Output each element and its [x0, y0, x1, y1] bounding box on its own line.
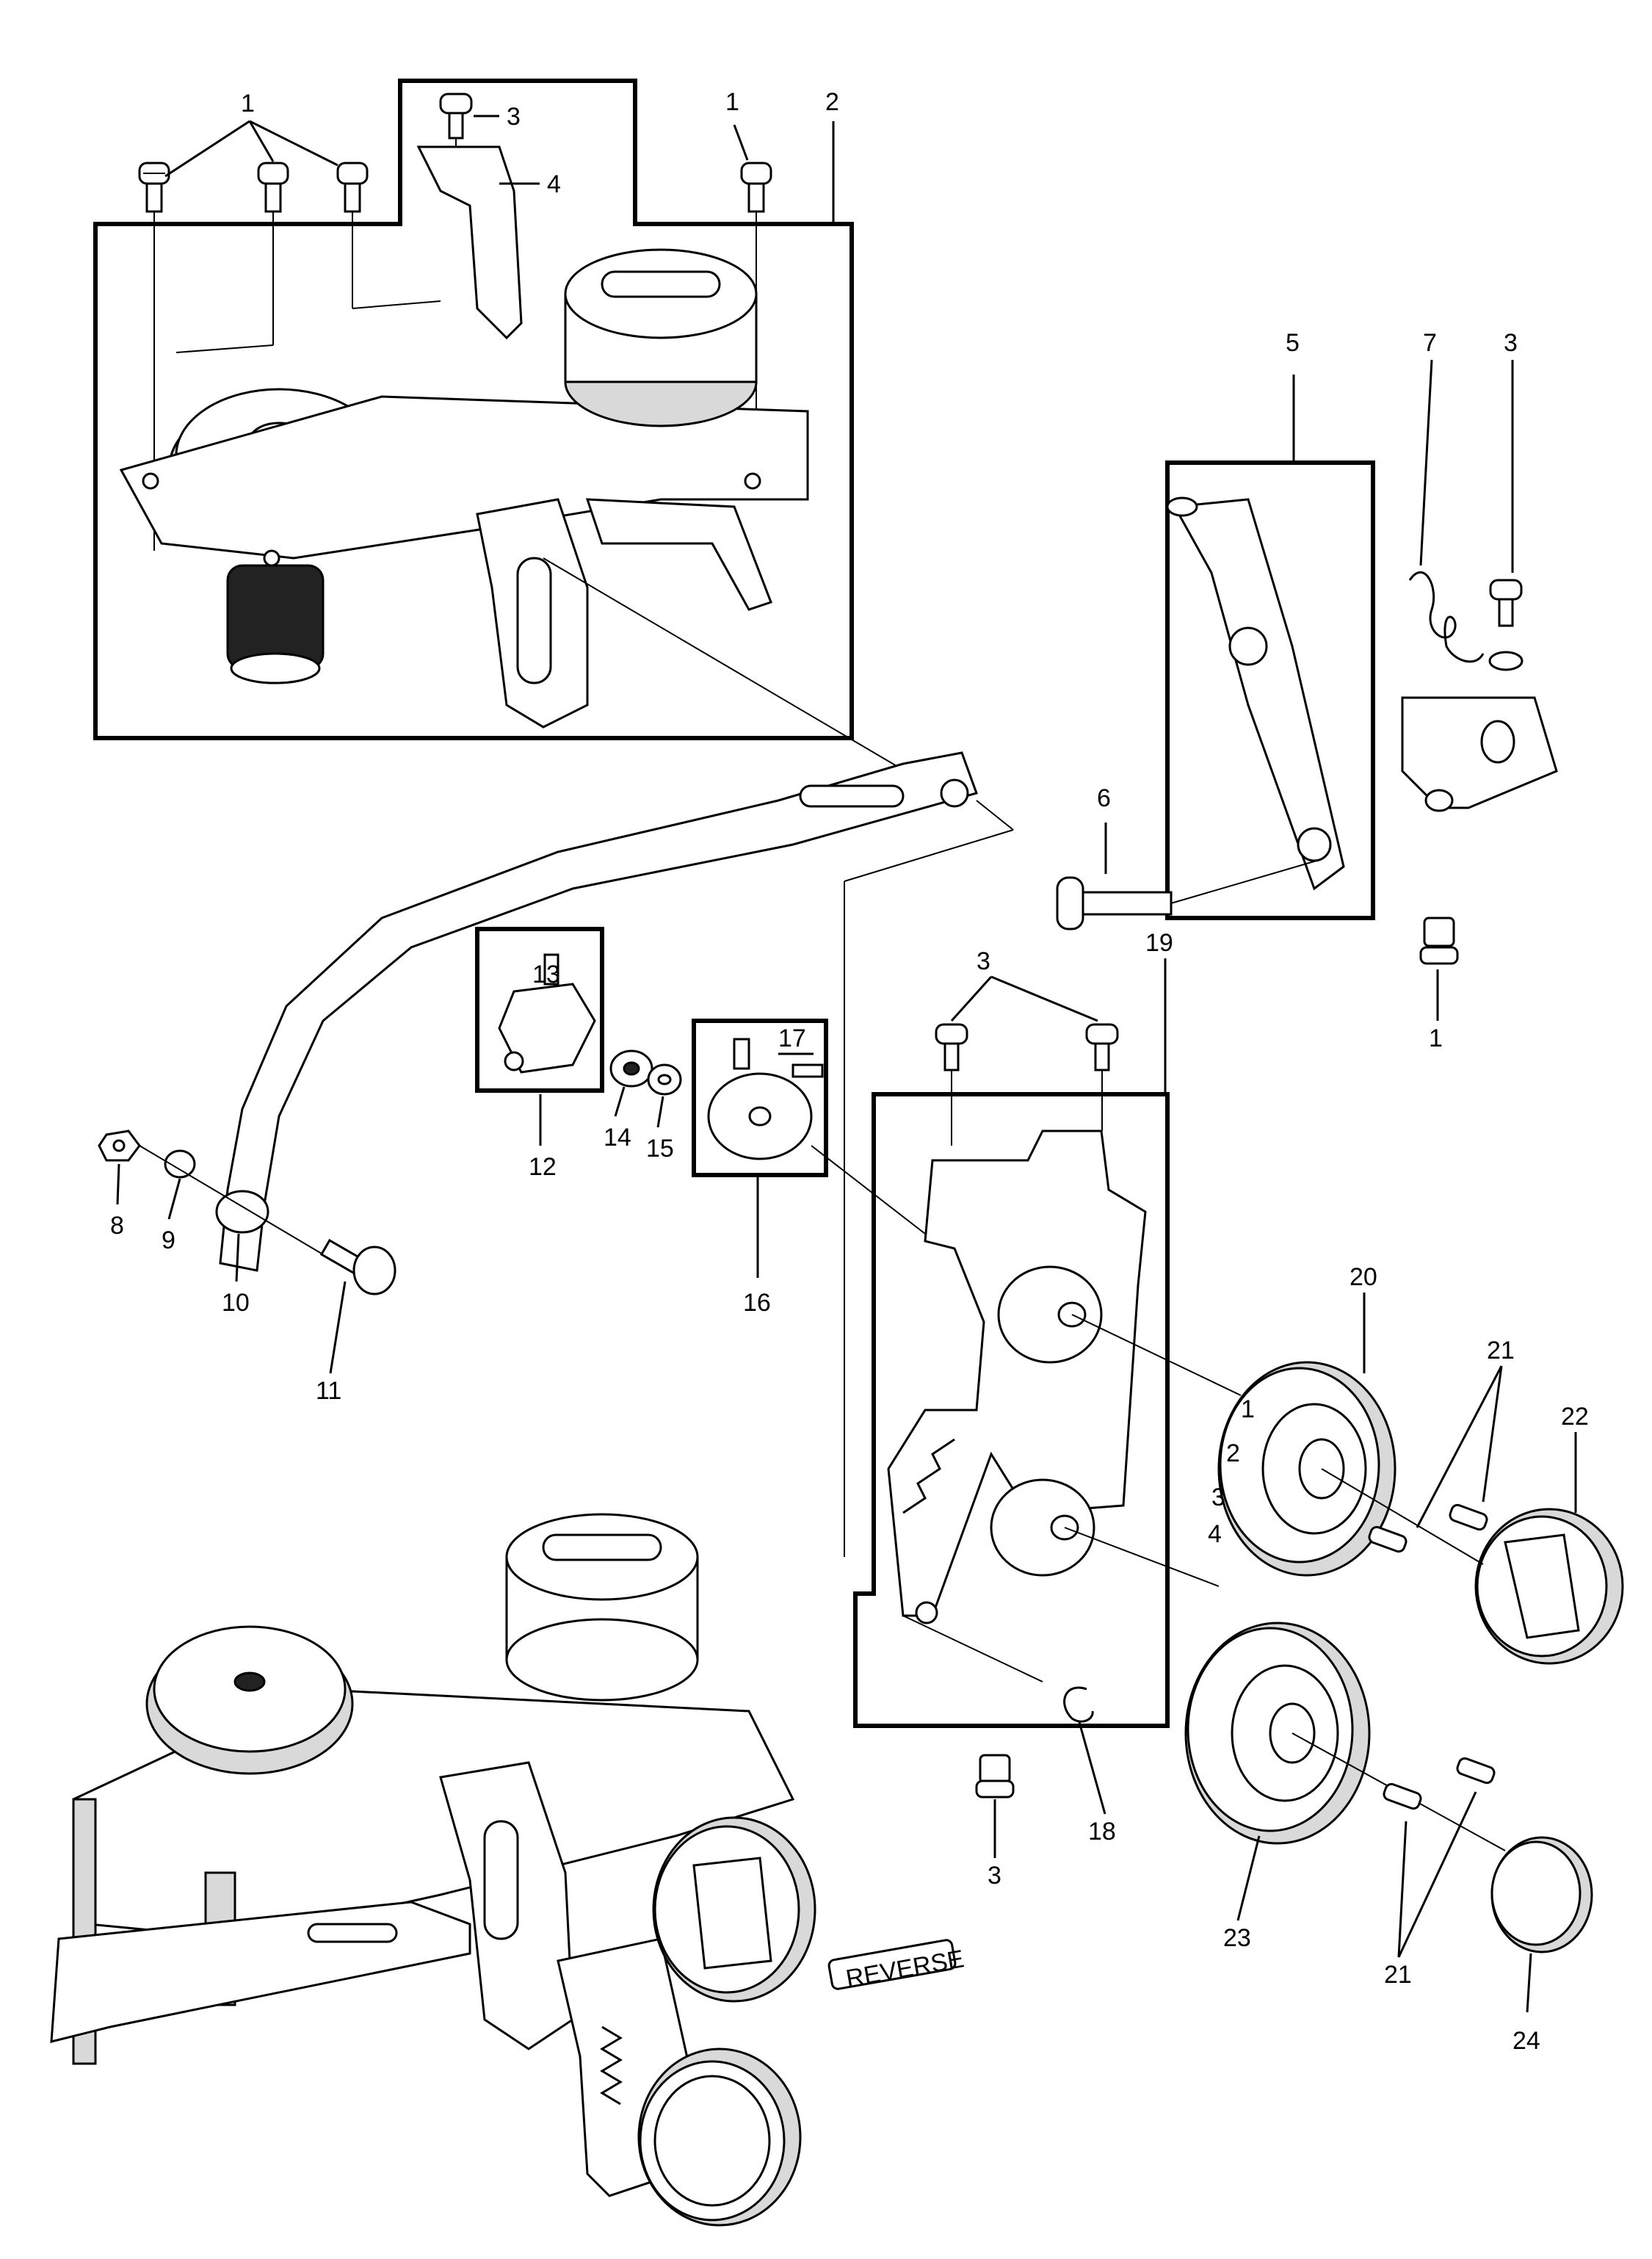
screws-21-upper: [1368, 1503, 1488, 1553]
callout-13: 13: [532, 961, 560, 988]
dial-20: 1 2 3 4: [1208, 1361, 1396, 1577]
feed-lever: [476, 498, 772, 729]
stitch-dial-top: [564, 248, 758, 427]
callout-3-bottom: 3: [988, 1862, 1001, 1890]
callout-23: 23: [1223, 1924, 1251, 1952]
callout-4: 4: [547, 170, 561, 198]
screw-11: [319, 1238, 396, 1295]
assembled-view: [50, 1513, 795, 2197]
screw-3-bottom: [975, 1754, 1015, 1799]
callout-1-top-left: 1: [241, 90, 255, 118]
dial-numeral-4: 4: [1208, 1520, 1222, 1548]
callout-3-box19: 3: [977, 947, 990, 975]
callout-labels: 1 1 2 3 4 5 7 3 6 1 13 17 3 19 12 14 15 …: [110, 88, 1589, 2055]
retaining-ring-18: [1063, 1686, 1094, 1723]
washer-15: [647, 1063, 682, 1096]
callout-21-upper: 21: [1487, 1337, 1515, 1365]
callout-8: 8: [110, 1212, 124, 1240]
assembly-box-2: [93, 79, 854, 740]
base-plate: [119, 395, 809, 567]
washer-14: [609, 1049, 653, 1088]
nut-8: [98, 1130, 141, 1162]
callout-17: 17: [778, 1024, 806, 1052]
callout-22: 22: [1561, 1403, 1589, 1431]
screw-1-bottom-right: [1419, 917, 1459, 965]
selector-frame: [887, 1130, 1147, 1624]
dial-numeral-1: 1: [1241, 1395, 1255, 1423]
spring-7: [1408, 571, 1485, 663]
housing-block: [1401, 696, 1558, 812]
reverse-plate: REVERSE: [827, 1939, 966, 1993]
screw-3-box19-right: [1085, 1023, 1119, 1131]
bracket-4: [416, 145, 523, 340]
callout-2: 2: [825, 88, 839, 116]
callout-21-lower: 21: [1384, 1961, 1412, 1989]
assembly-box-19: [853, 1092, 1170, 1728]
assembled-dial-lower: [637, 2047, 802, 2227]
callout-12: 12: [529, 1153, 557, 1181]
screw-1-right: [336, 162, 441, 309]
callout-10: 10: [222, 1289, 250, 1317]
cap-24: [1490, 1836, 1593, 1953]
lower-gear: [226, 564, 325, 684]
screws-21-lower: [1383, 1757, 1496, 1810]
dial-23: [1184, 1622, 1371, 1845]
callout-19: 19: [1145, 929, 1173, 957]
leader-lines: [116, 115, 1577, 2013]
assembly-box-12: [475, 927, 604, 1093]
knob-22: [1474, 1508, 1624, 1665]
callout-14: 14: [604, 1124, 631, 1152]
dial-numeral-3: 3: [1211, 1483, 1225, 1511]
callout-18: 18: [1088, 1818, 1116, 1846]
assembly-box-5: [1165, 460, 1375, 920]
callout-15: 15: [646, 1135, 674, 1163]
callout-1-bottom-right: 1: [1429, 1024, 1443, 1052]
screw-3-box19-left: [935, 1023, 968, 1146]
callout-7: 7: [1423, 329, 1437, 357]
assembly-box-16: [692, 1019, 828, 1177]
callout-6: 6: [1097, 784, 1111, 812]
callout-1-top-right: 1: [725, 88, 739, 116]
washer-9: [164, 1149, 196, 1179]
callout-11: 11: [316, 1377, 341, 1405]
feed-arm-10: [215, 751, 978, 1272]
dial-numeral-2: 2: [1226, 1439, 1240, 1467]
callout-20: 20: [1350, 1263, 1377, 1291]
callout-16: 16: [743, 1289, 771, 1317]
callout-24: 24: [1512, 2027, 1540, 2055]
callout-3-top: 3: [507, 103, 521, 131]
callout-9: 9: [162, 1226, 175, 1254]
screw-3-right: [1488, 579, 1524, 671]
pin-6: [1056, 859, 1322, 930]
callout-5: 5: [1286, 329, 1300, 357]
screw-1-mid: [175, 162, 289, 353]
assembled-dial-upper: [652, 1816, 816, 2003]
callout-3-right: 3: [1504, 329, 1518, 357]
